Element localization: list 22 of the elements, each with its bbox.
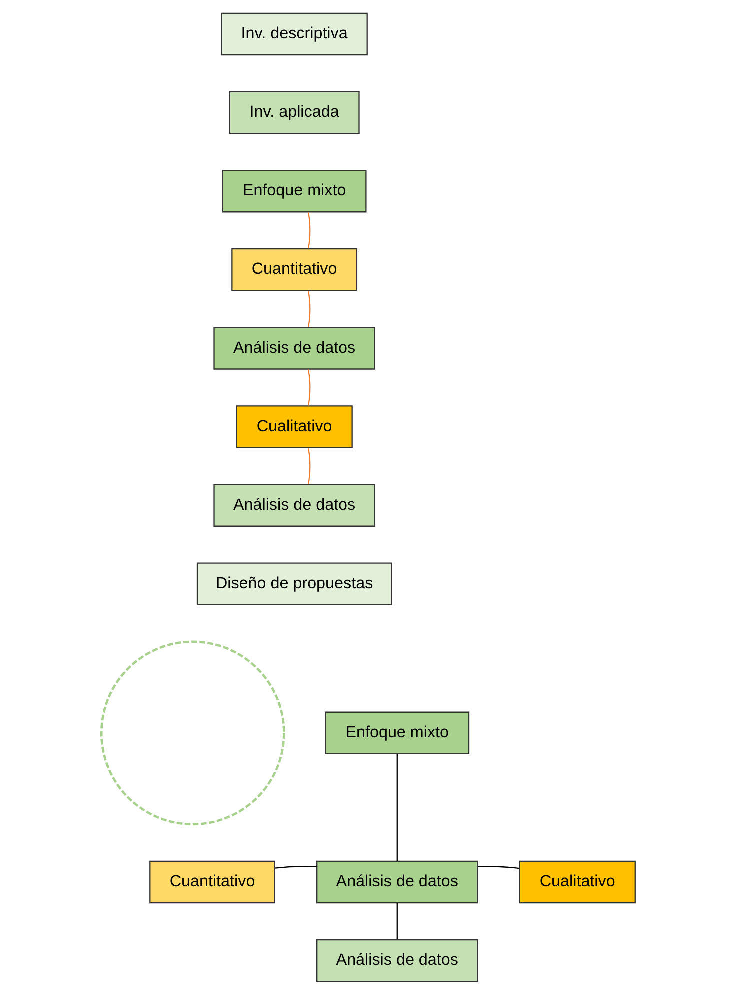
connector: [307, 290, 310, 328]
node-box: Cuantitativo: [149, 860, 275, 904]
connector: [396, 903, 398, 940]
node-box: Inv. aplicada: [228, 91, 360, 134]
node-box: Análisis de datos: [213, 484, 375, 527]
node-box: Inv. descriptiva: [220, 12, 368, 56]
connector: [396, 754, 398, 862]
node-box: Diseño de propuestas: [196, 562, 392, 606]
node-circle: [100, 640, 285, 826]
connector: [274, 866, 317, 869]
node-box: Cuantitativo: [231, 248, 358, 292]
node-box: Cualitativo: [518, 860, 636, 904]
node-box: Enfoque mixto: [324, 712, 470, 755]
node-box: Análisis de datos: [316, 860, 478, 904]
node-box: Análisis de datos: [316, 939, 478, 982]
connector: [307, 448, 310, 484]
connector: [477, 866, 520, 870]
node-box: Enfoque mixto: [222, 170, 366, 213]
node-box: Cualitativo: [236, 406, 352, 448]
connector: [307, 212, 310, 249]
connector: [307, 370, 310, 406]
node-box: Análisis de datos: [213, 327, 375, 370]
